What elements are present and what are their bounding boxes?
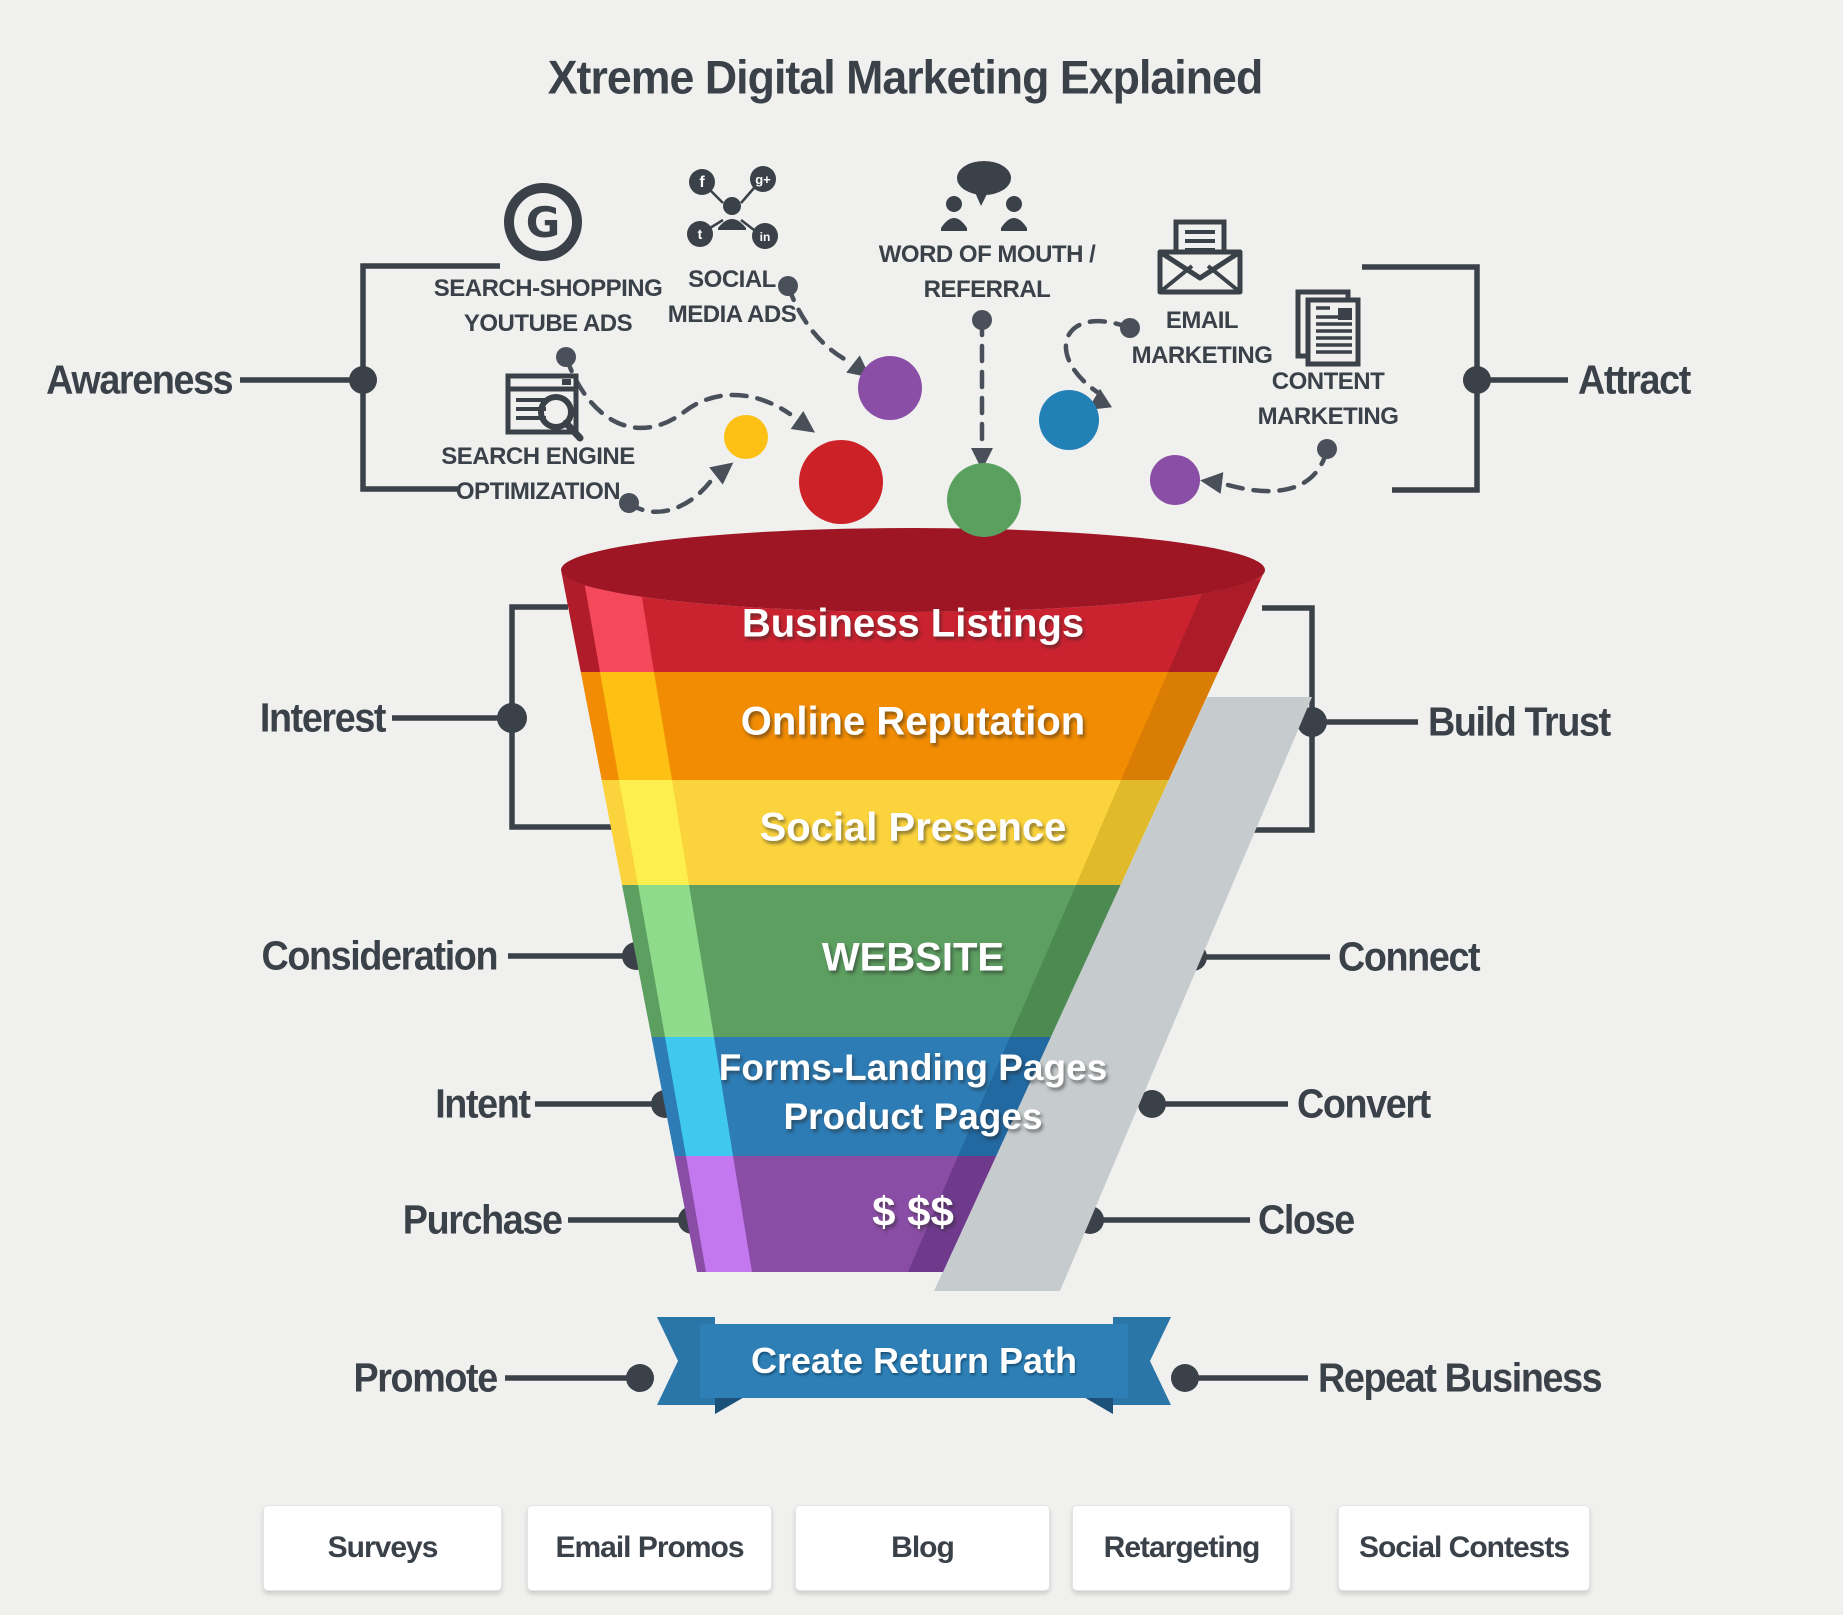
- falling-balls: [724, 356, 1200, 537]
- funnel-right-shades: [908, 580, 1262, 1272]
- ribbon-label-create-return-path: Create Return Path: [750, 1340, 1078, 1381]
- action-label-attract: Attract: [1578, 356, 1691, 403]
- stage-label-promote: Promote: [353, 1354, 499, 1401]
- path-social-to-purple: [785, 283, 849, 363]
- funnel-label-online-reputation: Online Reputation: [740, 699, 1086, 744]
- button-social-contests[interactable]: Social Contests: [1338, 1505, 1590, 1591]
- button-email-promos[interactable]: Email Promos: [527, 1505, 772, 1591]
- word-of-mouth-icon: [941, 161, 1027, 231]
- seo-search-page-icon: [505, 373, 584, 442]
- email-envelope-icon: [1157, 219, 1243, 295]
- label-seo: SEARCH ENGINE OPTIMIZATION: [441, 443, 635, 505]
- svg-text:f: f: [699, 174, 705, 191]
- funnel-label-website: WEBSITE: [821, 935, 1005, 980]
- funnel-label-forms-landing-pages: Forms-Landing Pages: [718, 1047, 1108, 1088]
- stage-label-awareness: Awareness: [45, 356, 233, 403]
- path-search-to-red: [563, 354, 793, 431]
- stage-label-intent: Intent: [435, 1080, 532, 1127]
- stage-label-purchase: Purchase: [403, 1196, 563, 1243]
- action-label-build-trust: Build Trust: [1428, 698, 1611, 745]
- red-ball: [799, 440, 883, 524]
- label-search-shopping: SEARCH-SHOPPING YOUTUBE ADS: [433, 275, 663, 337]
- purple-ball: [858, 356, 922, 420]
- funnel-shadow: [934, 697, 1312, 1291]
- label-social-media-ads: SOCIAL MEDIA ADS: [667, 266, 797, 328]
- action-label-connect: Connect: [1338, 933, 1481, 980]
- label-content-marketing: CONTENT MARKETING: [1257, 368, 1399, 430]
- dashed-path-start-dots: [556, 276, 1337, 513]
- action-label-close: Close: [1258, 1196, 1355, 1243]
- path-seo-to-yellow: [626, 479, 713, 515]
- button-blog[interactable]: Blog: [795, 1505, 1050, 1591]
- funnel-top-opening: [561, 528, 1265, 612]
- yellow-ball: [724, 415, 768, 459]
- path-email-to-blue: [1063, 318, 1133, 397]
- funnel-label-dollars: $ $$: [872, 1188, 954, 1235]
- svg-text:in: in: [760, 230, 771, 244]
- funnel-label-social-presence: Social Presence: [759, 805, 1067, 850]
- return-path-ribbon: [657, 1317, 1171, 1414]
- funnel-label-product-pages: Product Pages: [783, 1096, 1043, 1137]
- button-retargeting[interactable]: Retargeting: [1072, 1505, 1291, 1591]
- action-label-convert: Convert: [1297, 1080, 1431, 1127]
- label-word-of-mouth: WORD OF MOUTH / REFERRAL: [878, 241, 1096, 303]
- blue-ball: [1039, 390, 1099, 450]
- content-document-icon: [1295, 289, 1361, 367]
- google-g-icon: G: [504, 183, 582, 261]
- action-label-repeat-business: Repeat Business: [1318, 1354, 1603, 1401]
- svg-text:t: t: [698, 226, 703, 242]
- stage-label-consideration: Consideration: [261, 932, 498, 979]
- svg-text:g+: g+: [755, 172, 771, 187]
- funnel-label-business-listings: Business Listings: [741, 601, 1085, 646]
- funnel-left-highlights: [583, 575, 752, 1272]
- stage-label-interest: Interest: [259, 694, 387, 741]
- page-title: Xtreme Digital Marketing Explained: [547, 50, 1263, 104]
- small-purple-ball: [1150, 455, 1200, 505]
- path-content-to-smallpurple: [1225, 447, 1330, 494]
- svg-text:G: G: [526, 198, 560, 247]
- label-email-marketing: EMAIL MARKETING: [1131, 307, 1273, 369]
- green-ball: [947, 463, 1021, 537]
- social-media-icon: f g+ t in: [687, 166, 778, 249]
- button-surveys[interactable]: Surveys: [263, 1505, 502, 1591]
